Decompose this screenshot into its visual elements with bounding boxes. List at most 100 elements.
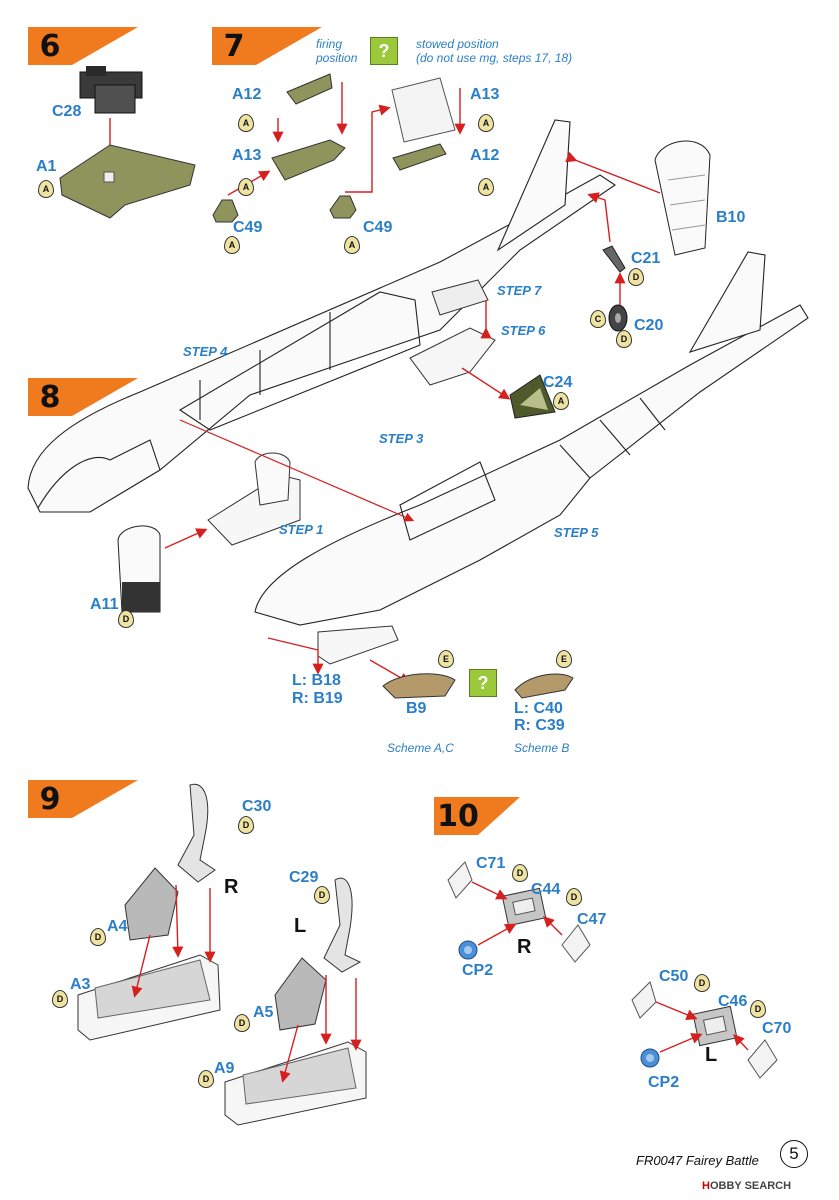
label-c70: C70 xyxy=(762,1020,792,1037)
part-a9-floor-tray xyxy=(224,1041,367,1126)
paint-drop-icon: D xyxy=(198,1070,214,1088)
label-l-c40: L: C40 xyxy=(514,700,563,717)
paint-drop-icon: D xyxy=(314,886,330,904)
label-step3: STEP 3 xyxy=(379,431,424,446)
footer-title: FR0047 Fairey Battle xyxy=(636,1153,759,1168)
label-c20: C20 xyxy=(634,317,664,334)
gun-turret-assembly xyxy=(431,279,489,316)
part-c24-bracket xyxy=(509,374,556,419)
part-a4-rudder-pedal xyxy=(124,867,179,941)
question-mark-main: ? xyxy=(477,672,489,693)
part-c47-bracket xyxy=(561,924,591,963)
step-7-number: 7 xyxy=(223,28,245,64)
label-step7: STEP 7 xyxy=(497,283,542,298)
turret-floor xyxy=(409,327,496,386)
label-l-step9: L xyxy=(294,915,307,937)
paint-drop-icon: D xyxy=(616,330,632,348)
part-b10-elevator xyxy=(654,140,711,256)
part-a3-floor-tray xyxy=(77,954,221,1041)
label-c49-right: C49 xyxy=(363,219,393,236)
label-step1: STEP 1 xyxy=(279,522,324,537)
label-c44: C44 xyxy=(531,881,561,898)
label-l-step10: L xyxy=(705,1044,718,1066)
fuselage-left-half xyxy=(27,119,616,513)
part-c20-tailwheel xyxy=(608,304,628,332)
step-7-badge: 7 xyxy=(212,27,322,65)
label-b10: B10 xyxy=(716,209,746,226)
question-mark: ? xyxy=(378,40,390,61)
label-a5: A5 xyxy=(253,1004,274,1021)
label-r-c39: R: C39 xyxy=(514,717,565,734)
step-10-number: 10 xyxy=(437,798,479,834)
label-c49-left: C49 xyxy=(233,219,263,236)
paint-drop-icon: D xyxy=(238,816,254,834)
paint-drop-icon: A xyxy=(478,178,494,196)
part-a5-rudder-pedal xyxy=(274,957,327,1031)
paint-drop-icon: A xyxy=(478,114,494,132)
step-9-badge: 9 xyxy=(28,780,138,818)
label-c29: C29 xyxy=(289,869,319,886)
part-a1-floor-panel xyxy=(59,144,196,219)
label-b9: B9 xyxy=(406,700,427,717)
step-6-badge: 6 xyxy=(28,27,138,65)
label-r-step9: R xyxy=(224,876,239,898)
paint-drop-icon: D xyxy=(628,268,644,286)
label-a4: A4 xyxy=(107,918,128,935)
part-b18-b19-intake xyxy=(317,625,399,665)
part-c28-seat-frame xyxy=(79,66,143,114)
watermark: HOBBY SEARCH xyxy=(702,1180,791,1192)
part-cp2-dial-left xyxy=(640,1048,660,1068)
label-a3: A3 xyxy=(70,976,91,993)
label-cp2-right: CP2 xyxy=(462,962,494,979)
note-stowed-2: (do not use mg, steps 17, 18) xyxy=(416,51,573,65)
note-firing-1: firing xyxy=(316,37,343,51)
part-a12-stowed-gun xyxy=(392,143,447,171)
paint-drop-icon: E xyxy=(556,650,572,668)
part-c70-bracket xyxy=(747,1039,778,1079)
label-a13-left: A13 xyxy=(232,147,262,164)
label-r-b19: R: B19 xyxy=(292,690,343,707)
paint-drop-icon: A xyxy=(238,178,254,196)
part-c71-instrument-bracket xyxy=(447,861,473,899)
part-c49-left xyxy=(212,199,239,223)
step-9-number: 9 xyxy=(39,781,61,817)
part-a12-gun-left xyxy=(286,73,333,105)
page-number-text: 5 xyxy=(789,1144,799,1163)
part-c50-instrument-bracket xyxy=(631,981,657,1019)
paint-drop-icon: D xyxy=(52,990,68,1008)
part-a11-bulkhead xyxy=(117,525,161,613)
part-c44-instrument xyxy=(501,887,547,927)
part-c21-tailwheel-leg xyxy=(602,245,626,273)
step-6-number: 6 xyxy=(39,28,61,64)
paint-drop-icon: A xyxy=(224,236,240,254)
label-cp2-left: CP2 xyxy=(648,1074,680,1091)
paint-drop-icon: D xyxy=(90,928,106,946)
question-badge-main: ? xyxy=(469,669,497,697)
watermark-h: H xyxy=(702,1180,710,1192)
part-cp2-dial-right xyxy=(458,940,478,960)
part-c49-right xyxy=(329,195,357,219)
step-8-badge: 8 xyxy=(28,378,138,416)
note-stowed-1: stowed position xyxy=(416,37,499,51)
label-step6: STEP 6 xyxy=(501,323,546,338)
watermark-text: OBBY SEARCH xyxy=(709,1180,792,1192)
paint-drop-icon: A xyxy=(344,236,360,254)
label-l-b18: L: B18 xyxy=(292,672,341,689)
paint-drop-icon: A xyxy=(38,180,54,198)
label-c28: C28 xyxy=(52,103,82,120)
part-c29-control-column xyxy=(323,877,362,973)
label-a1: A1 xyxy=(36,158,57,175)
part-c40-c39-bomb-rack xyxy=(514,673,574,699)
part-c46-instrument xyxy=(692,1005,738,1047)
paint-drop-icon: A xyxy=(238,114,254,132)
cockpit-seat-assembly xyxy=(207,452,301,546)
label-c30: C30 xyxy=(242,798,272,815)
label-a11: A11 xyxy=(90,596,119,613)
label-c50: C50 xyxy=(659,968,689,985)
label-c21: C21 xyxy=(631,250,661,267)
label-a9: A9 xyxy=(214,1060,235,1077)
step-10-badge: 10 xyxy=(434,797,520,835)
label-r-step10: R xyxy=(517,936,532,958)
paint-drop-icon: D xyxy=(694,974,710,992)
